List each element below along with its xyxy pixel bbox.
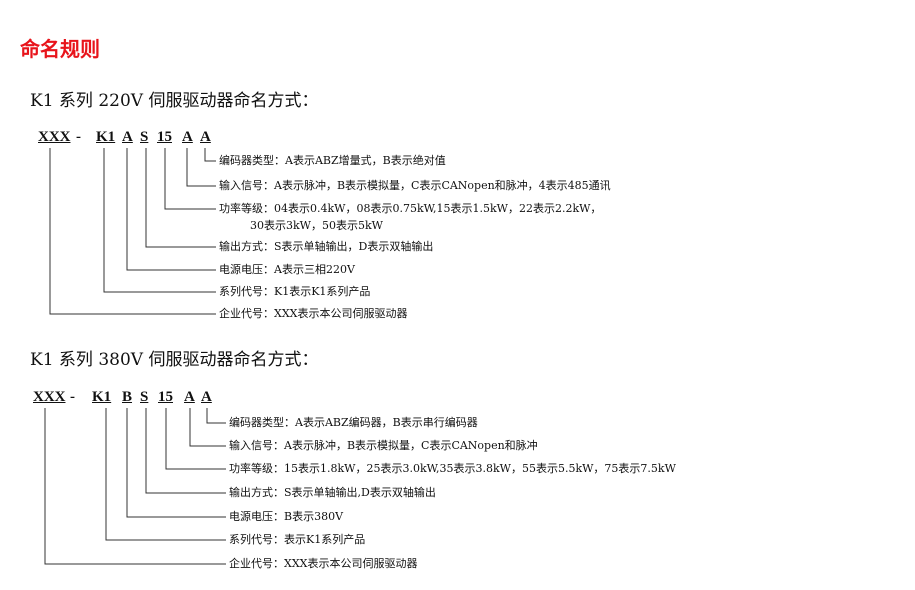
code-enterprise: XXX <box>33 389 66 405</box>
label-encoder: 编码器类型：A表示ABZ编码器，B表示串行编码器 <box>229 416 478 429</box>
label-output: 输出方式：S表示单轴输出,D表示双轴输出 <box>229 486 436 499</box>
code-enterprise: XXX <box>38 129 71 145</box>
code-voltage: A <box>122 129 133 145</box>
label-input: 输入信号：A表示脉冲，B表示模拟量，C表示CANopen和脉冲，4表示485通讯 <box>219 179 611 192</box>
code-encoder: A <box>200 129 211 145</box>
code-voltage: B <box>122 389 133 405</box>
label-enterprise: 企业代号：XXX表示本公司伺服驱动器 <box>229 557 418 570</box>
label-input: 输入信号：A表示脉冲，B表示模拟量，C表示CANopen和脉冲 <box>229 439 538 452</box>
code-dash: - <box>76 129 81 145</box>
label-voltage: 电源电压：A表示三相220V <box>219 263 355 276</box>
label-series: 系列代号：K1表示K1系列产品 <box>219 285 371 298</box>
label-power-cont: 30表示3kW，50表示5kW <box>250 219 383 232</box>
heading-380v: K1 系列 380V 伺服驱动器命名方式： <box>30 350 319 370</box>
label-enterprise: 企业代号：XXX表示本公司伺服驱动器 <box>219 307 408 320</box>
code-encoder: A <box>201 389 212 405</box>
section-title: 命名规则 <box>20 37 100 61</box>
label-power: 功率等级：04表示0.4kW，08表示0.75kW,15表示1.5kW，22表示… <box>219 202 602 215</box>
code-power: 15 <box>158 389 173 405</box>
label-output: 输出方式：S表示单轴输出，D表示双轴输出 <box>219 240 434 253</box>
code-input: A <box>184 389 195 405</box>
label-series: 系列代号：表示K1系列产品 <box>229 533 366 546</box>
code-output: S <box>140 389 149 405</box>
label-voltage: 电源电压：B表示380V <box>229 510 344 523</box>
code-power: 15 <box>157 129 172 145</box>
code-series: K1 <box>96 129 116 145</box>
heading-220v: K1 系列 220V 伺服驱动器命名方式： <box>30 91 319 111</box>
label-power: 功率等级：15表示1.8kW，25表示3.0kW,35表示3.8kW，55表示5… <box>229 462 676 475</box>
label-encoder: 编码器类型：A表示ABZ增量式，B表示绝对值 <box>219 154 446 167</box>
code-output: S <box>140 129 149 145</box>
code-dash: - <box>70 389 75 405</box>
code-series: K1 <box>92 389 112 405</box>
code-input: A <box>182 129 193 145</box>
